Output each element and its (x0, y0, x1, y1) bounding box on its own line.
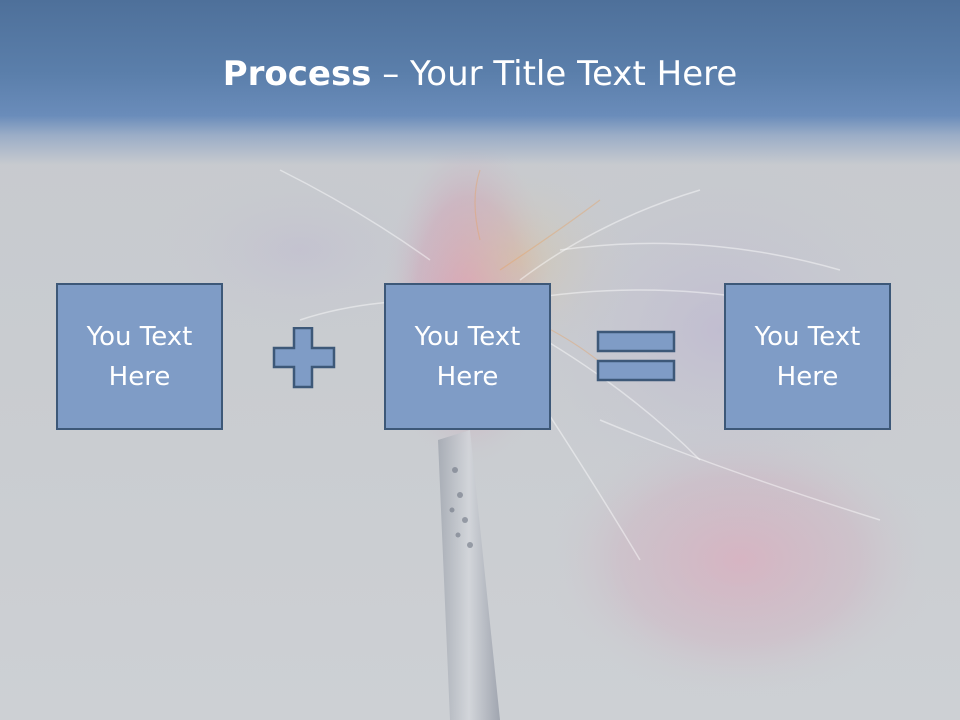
title-band (0, 0, 960, 165)
plus-icon (272, 327, 336, 389)
title-bold: Process (222, 54, 372, 94)
equals-icon (596, 330, 676, 382)
process-box-3[interactable]: You Text Here (724, 283, 891, 430)
title-rest: – Your Title Text Here (371, 54, 738, 94)
process-box-2[interactable]: You Text Here (384, 283, 551, 430)
process-box-1[interactable]: You Text Here (56, 283, 223, 430)
slide-title[interactable]: Process – Your Title Text Here (0, 52, 960, 96)
